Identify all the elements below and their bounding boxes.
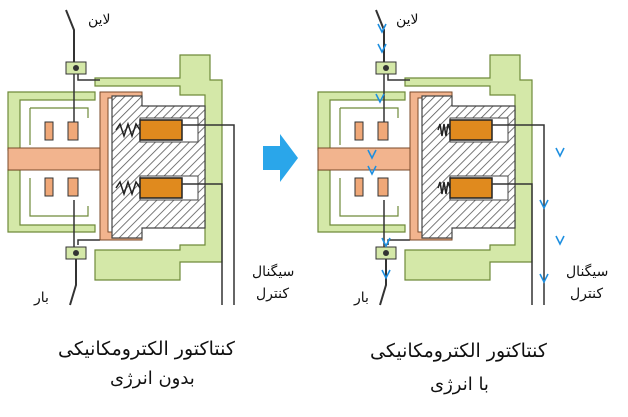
load-label-left: بار [34,290,49,306]
spring-icon [115,121,141,139]
right-arrow-icon [263,134,298,182]
caption-right-state: با انرژی [430,374,489,395]
contactor-de-energized [7,9,235,306]
caption-right-title: کنتاکتور الکترومکانیکی [370,340,547,362]
spring-icon [437,181,451,195]
down-arrow-icon [377,43,387,54]
contactor-energized [317,9,565,306]
down-arrow-icon [375,93,385,104]
signal-label-right-2: کنترل [570,286,604,302]
spring-icon [115,179,141,197]
down-arrow-icon [377,23,387,34]
down-arrow-icon [539,273,549,284]
caption-left-state: بدون انرژی [110,368,195,389]
signal-label-left-1: سیگنال [252,264,295,280]
down-arrow-icon [367,165,377,176]
signal-label-left-2: کنترل [256,286,290,302]
down-arrow-icon [555,147,565,158]
signal-label-right-1: سیگنال [566,264,609,280]
load-label-right: بار [354,290,369,306]
current-flow [367,23,565,284]
down-arrow-icon [381,269,391,280]
line-label-left: لاین [88,12,111,28]
down-arrow-icon [381,237,391,248]
down-arrow-icon [555,235,565,246]
spring-icon [437,123,451,137]
line-label-right: لاین [396,12,419,28]
caption-left-title: کنتاکتور الکترومکانیکی [58,338,235,360]
down-arrow-icon [539,199,549,210]
down-arrow-icon [367,149,377,160]
